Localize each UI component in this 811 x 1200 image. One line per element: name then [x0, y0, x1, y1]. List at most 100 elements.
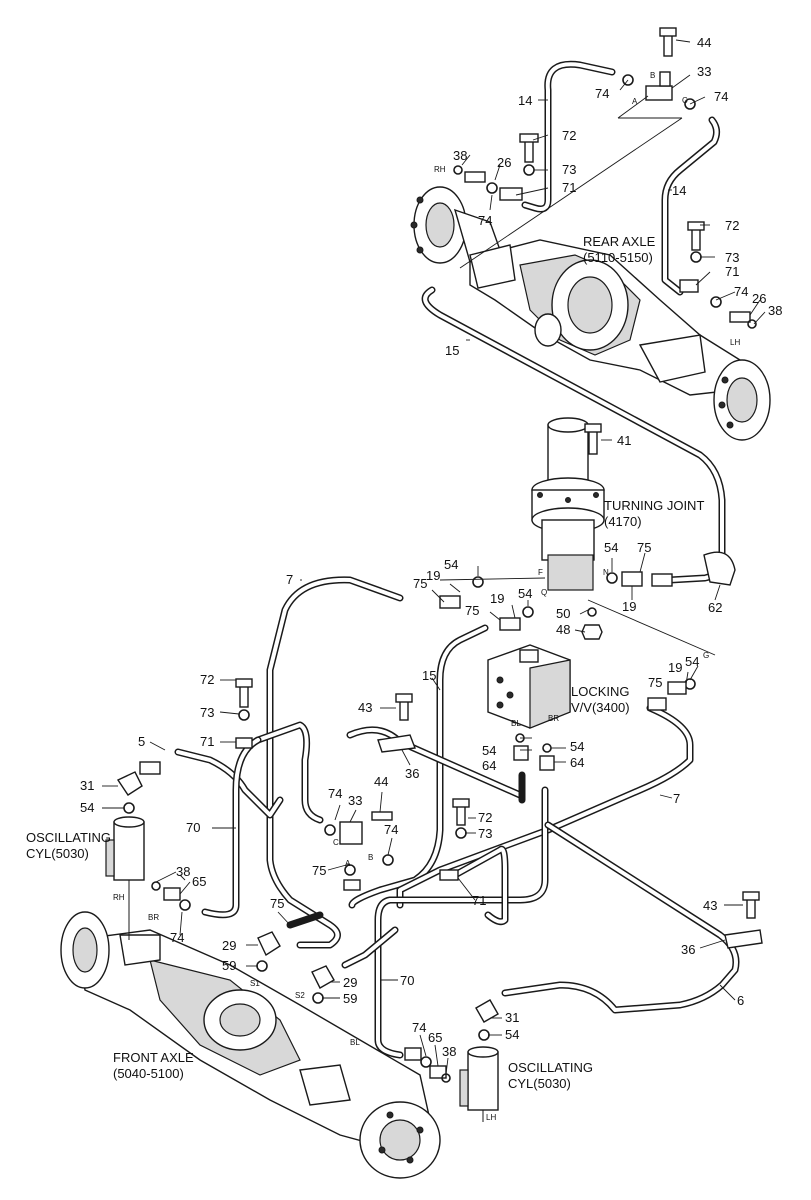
callout-36: 36	[405, 766, 419, 781]
component-labels: REAR AXLE (5110-5150) TURNING JOINT (417…	[26, 234, 704, 1091]
oscillating-cyl-left-label: OSCILLATING	[26, 830, 111, 845]
port-label: LH	[486, 1113, 496, 1122]
port-label: S1	[250, 979, 260, 988]
callout-54: 54	[518, 586, 532, 601]
rear-axle	[410, 186, 771, 441]
callout-19: 19	[622, 599, 636, 614]
callout-14: 14	[672, 183, 686, 198]
callout-74: 74	[384, 822, 398, 837]
callout-73: 73	[478, 826, 492, 841]
callout-44: 44	[374, 774, 388, 789]
callout-41: 41	[617, 433, 631, 448]
front-axle	[60, 911, 441, 1179]
callout-64: 64	[482, 758, 496, 773]
rear-axle-label: REAR AXLE	[583, 234, 656, 249]
callout-73: 73	[562, 162, 576, 177]
locking-valve	[487, 644, 571, 729]
callout-19: 19	[668, 660, 682, 675]
callout-59: 59	[222, 958, 236, 973]
rear-axle-code: (5110-5150)	[583, 250, 653, 265]
callout-64: 64	[570, 755, 584, 770]
callout-15: 15	[422, 668, 436, 683]
callout-73: 73	[725, 250, 739, 265]
port-label: B	[650, 71, 655, 80]
callout-59: 59	[343, 991, 357, 1006]
callout-65: 65	[192, 874, 206, 889]
callout-75: 75	[270, 896, 284, 911]
callout-26: 26	[497, 155, 511, 170]
port-label: S2	[295, 991, 305, 1000]
turning-joint	[531, 417, 605, 591]
callout-26: 26	[752, 291, 766, 306]
hoses	[174, 60, 740, 1059]
callout-43: 43	[358, 700, 372, 715]
front-axle-code: (5040-5100)	[113, 1066, 184, 1081]
callout-71: 71	[472, 893, 486, 908]
callout-74: 74	[328, 786, 342, 801]
port-label: N	[603, 568, 609, 577]
callout-31: 31	[80, 778, 94, 793]
callout-50: 50	[556, 606, 570, 621]
callout-33: 33	[697, 64, 711, 79]
callout-29: 29	[222, 938, 236, 953]
port-label: G	[703, 651, 709, 660]
callout-29: 29	[343, 975, 357, 990]
callout-74: 74	[714, 89, 728, 104]
callout-43: 43	[703, 898, 717, 913]
oscillating-cylinder-right	[459, 1046, 499, 1122]
callout-33: 33	[348, 793, 362, 808]
callout-7: 7	[673, 791, 680, 806]
port-label: LH	[730, 338, 740, 347]
callout-19: 19	[490, 591, 504, 606]
callout-75: 75	[413, 576, 427, 591]
callout-54: 54	[444, 557, 458, 572]
callout-15: 15	[445, 343, 459, 358]
callout-38: 38	[442, 1044, 456, 1059]
oscillating-cylinder-left	[105, 816, 145, 940]
callout-74: 74	[412, 1020, 426, 1035]
callout-73: 73	[200, 705, 214, 720]
turning-joint-code: (4170)	[604, 514, 642, 529]
callout-75: 75	[637, 540, 651, 555]
callout-71: 71	[562, 180, 576, 195]
callout-74: 74	[734, 284, 748, 299]
callout-74: 74	[170, 930, 184, 945]
callout-6: 6	[737, 993, 744, 1008]
callout-38: 38	[176, 864, 190, 879]
port-label: BL	[350, 1038, 360, 1047]
callout-72: 72	[478, 810, 492, 825]
callout-70: 70	[400, 973, 414, 988]
callout-54: 54	[482, 743, 496, 758]
port-label: A	[345, 859, 351, 868]
callout-31: 31	[505, 1010, 519, 1025]
port-label: F	[538, 568, 543, 577]
oscillating-cyl-right-label: OSCILLATING	[508, 1060, 593, 1075]
callout-7: 7	[286, 572, 293, 587]
turning-joint-label: TURNING JOINT	[604, 498, 704, 513]
oscillating-cyl-left-code: CYL(5030)	[26, 846, 89, 861]
port-label: BL	[511, 719, 521, 728]
port-label: BR	[548, 714, 559, 723]
port-label: C	[682, 96, 688, 105]
callout-54: 54	[570, 739, 584, 754]
callout-70: 70	[186, 820, 200, 835]
callout-75: 75	[312, 863, 326, 878]
locking-valve-label: LOCKING	[571, 684, 630, 699]
callout-54: 54	[80, 800, 94, 815]
callout-labels: 44 33 74 74 14 14 72 73 71 38 26 74 72 7…	[80, 35, 782, 1059]
callout-75: 75	[465, 603, 479, 618]
front-axle-label: FRONT AXLE	[113, 1050, 194, 1065]
port-label: BR	[148, 913, 159, 922]
callout-38: 38	[453, 148, 467, 163]
leader-lines	[102, 39, 766, 1075]
port-labels: B A C RH LH F N Q G BL BR A B C BR RH S1…	[113, 71, 740, 1122]
callout-5: 5	[138, 734, 145, 749]
callout-44: 44	[697, 35, 711, 50]
port-label: Q	[541, 588, 547, 597]
callout-74: 74	[595, 86, 609, 101]
port-label: B	[368, 853, 373, 862]
callout-62: 62	[708, 600, 722, 615]
locking-valve-code: V/V(3400)	[571, 700, 630, 715]
port-label: RH	[434, 165, 446, 174]
